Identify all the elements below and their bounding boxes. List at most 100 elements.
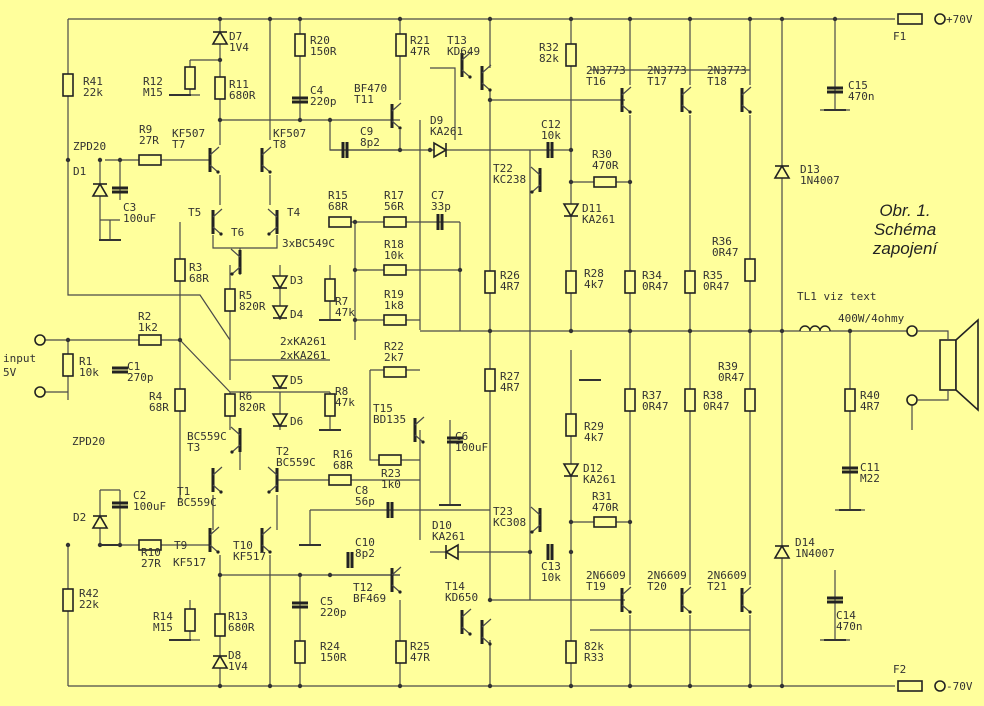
label-line: 0R47: [718, 371, 745, 384]
label-line: 82k: [539, 52, 559, 65]
resistor: [383, 314, 407, 326]
label-line: KF507: [172, 127, 205, 140]
transistor-emitter-arrow: [488, 642, 492, 646]
label-line: D11: [582, 202, 602, 215]
label-line: 47R: [410, 45, 430, 58]
label-line: 470n: [848, 90, 875, 103]
label-line: R24: [320, 640, 340, 653]
label-line: 47k: [335, 396, 355, 409]
resistor: [62, 588, 74, 612]
junction-dot: [847, 328, 853, 334]
label-line: D12: [583, 462, 603, 475]
terminal-icon: [934, 13, 946, 25]
diode-icon: [271, 413, 289, 428]
label-f1: F1: [893, 30, 906, 43]
diode-icon: [271, 275, 289, 290]
label-line: 2N6609: [707, 569, 747, 582]
junction-dot: [568, 683, 574, 689]
junction-dot: [747, 16, 753, 22]
label-line: KC238: [493, 173, 526, 186]
plus-supply-label: +70V: [946, 13, 973, 26]
label-line: T4: [287, 206, 301, 219]
label-line: R31: [592, 490, 612, 503]
label-line: R23: [381, 467, 401, 480]
diode-triangle: [271, 275, 289, 290]
transistor-icon: [413, 416, 425, 444]
label-line: R14: [153, 610, 173, 623]
label-line: D2: [73, 511, 86, 524]
speaker-icon: [939, 318, 979, 412]
resistor: [138, 334, 162, 346]
terminal-icon: [34, 386, 46, 398]
terminal-icon: [906, 325, 918, 337]
label-line: M15: [143, 86, 163, 99]
junction-dot: [297, 683, 303, 689]
label-line: R41: [83, 75, 103, 88]
junction-dot: [217, 117, 223, 123]
junction-dot: [327, 117, 333, 123]
wire: [430, 67, 456, 140]
caption: Obr. 1. Schéma zapojení: [872, 201, 940, 258]
diode-triangle: [91, 514, 109, 529]
caption-line-2: Schéma: [874, 220, 936, 239]
diode-icon: [562, 203, 580, 218]
label-line: C3: [123, 201, 136, 214]
resistor: [484, 368, 496, 392]
label-line: 680R: [228, 621, 255, 634]
transistor-icon: [390, 566, 402, 594]
label-d4: D4: [290, 308, 304, 321]
label-line: C10: [355, 536, 375, 549]
label-line: KF517: [173, 556, 206, 569]
resistor: [174, 388, 186, 412]
label-line: C5: [320, 595, 333, 608]
label-line: 2xKA261: [280, 349, 326, 362]
label-line: 10k: [541, 571, 561, 584]
diode-triangle: [211, 30, 229, 45]
label-line: 220p: [310, 95, 337, 108]
transistor-icon: [260, 526, 272, 554]
resistor: [395, 33, 407, 57]
label-line: C11: [860, 461, 880, 474]
resistor: [328, 474, 352, 486]
label-line: D5: [290, 374, 303, 387]
junction-dot: [568, 519, 574, 525]
junction-dot: [297, 117, 303, 123]
transistor-emitter-arrow: [216, 170, 220, 174]
label-line: C6: [455, 430, 468, 443]
label-line: C12: [541, 118, 561, 131]
label-line: R1: [79, 355, 92, 368]
diode-icon: [433, 141, 448, 159]
transistor-icon: [530, 506, 542, 534]
wire: [179, 339, 231, 393]
transistor-icon: [460, 51, 472, 79]
junction-dot: [457, 267, 463, 273]
speaker-wires: [917, 330, 949, 401]
resistor: [484, 270, 496, 294]
junction-dot: [568, 179, 574, 185]
label-line: 56R: [384, 200, 404, 213]
label-line: 33p: [431, 200, 451, 213]
label-line: R2: [138, 310, 151, 323]
label-line: KD649: [447, 45, 480, 58]
label-line: R26: [500, 269, 520, 282]
junction-dot: [627, 683, 633, 689]
label-line: C15: [848, 79, 868, 92]
